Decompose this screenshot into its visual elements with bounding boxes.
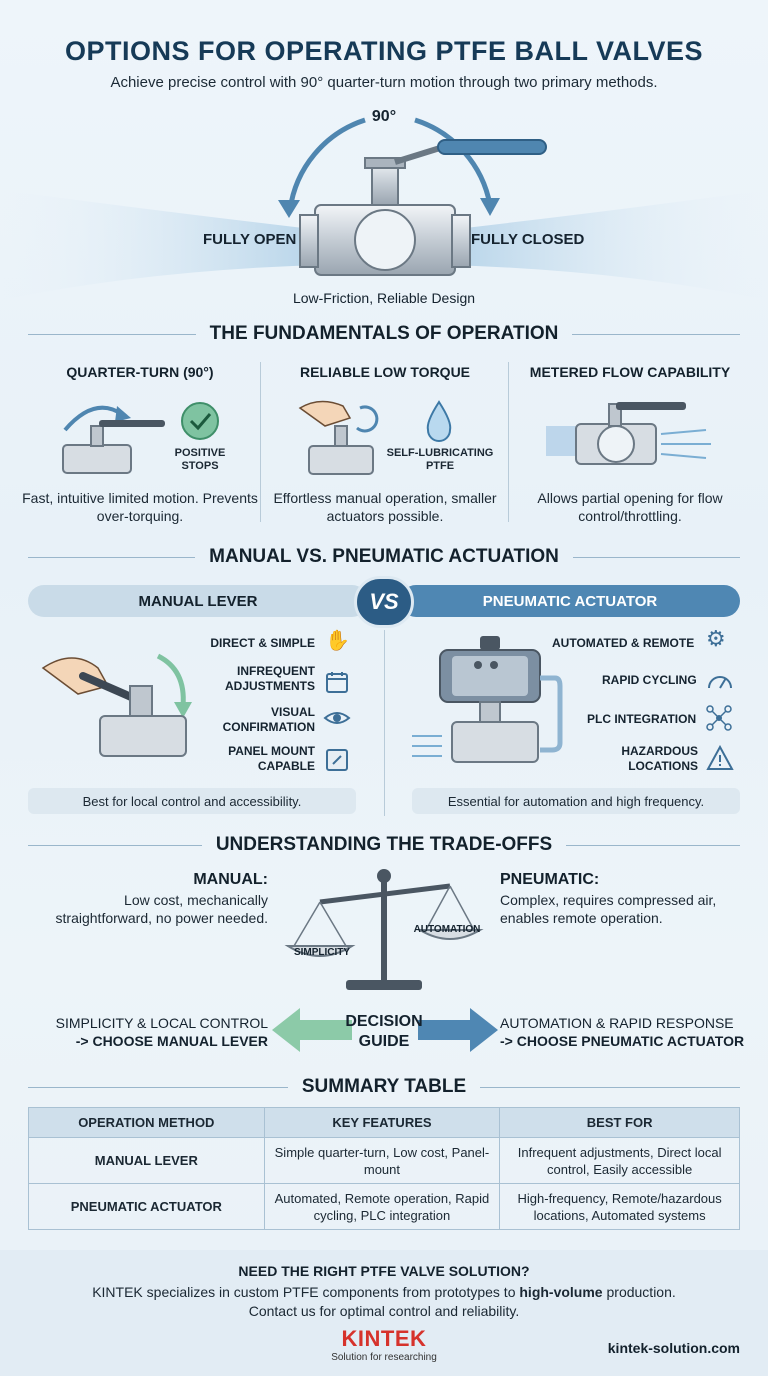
manual-summary: Best for local control and accessibility… (28, 788, 356, 814)
decision-guide-label: DECISION GUIDE (345, 1013, 423, 1050)
table-row: MANUAL LEVER Simple quarter-turn, Low co… (28, 1137, 740, 1184)
pneumatic-tradeoff-text: Complex, requires compressed air, enable… (500, 892, 717, 926)
direct-simple-label: DIRECT & SIMPLE (210, 636, 315, 650)
right-choice-line-2: -> CHOOSE PNEUMATIC ACTUATOR (500, 1033, 745, 1049)
footer-line-1: KINTEK specializes in custom PTFE compon… (92, 1284, 676, 1300)
balance-scale-icon (284, 869, 484, 990)
fully-closed-label: FULLY CLOSED (471, 231, 585, 248)
pneumatic-summary: Essential for automation and high freque… (412, 788, 740, 814)
quarter-turn-desc: Fast, intuitive limited motion. Prevents… (22, 490, 258, 524)
metered-flow-title: METERED FLOW CAPABILITY (529, 364, 731, 380)
left-choice-line-1: SIMPLICITY & LOCAL CONTROL (55, 1015, 268, 1031)
footer (0, 1250, 768, 1376)
table-cell: Automated, Remote operation, Rapid cycli… (263, 1183, 501, 1230)
hero-valve-illustration (0, 117, 768, 300)
footer-heading: NEED THE RIGHT PTFE VALVE SOLUTION? (238, 1263, 530, 1279)
page-subtitle: Achieve precise control with 90° quarter… (110, 74, 658, 91)
table-row: PNEUMATIC ACTUATOR Automated, Remote ope… (28, 1183, 740, 1230)
warning-icon (706, 745, 734, 770)
right-choice-line-1: AUTOMATION & RAPID RESPONSE (500, 1015, 734, 1031)
network-icon (706, 705, 732, 731)
pneumatic-actuator-pill: PNEUMATIC ACTUATOR (400, 585, 740, 617)
plc-integration-label: PLC INTEGRATION (587, 712, 697, 726)
table-cell: Simple quarter-turn, Low cost, Panel-mou… (263, 1137, 501, 1184)
flow-icon (546, 402, 711, 465)
droplet-icon (426, 400, 452, 442)
manual-lever-illustration (41, 653, 192, 757)
visual-confirmation-label: VISUAL CONFIRMATION (222, 705, 315, 734)
hero-caption: Low-Friction, Reliable Design (292, 290, 476, 306)
low-torque-title: RELIABLE LOW TORQUE (299, 364, 471, 380)
table-header: KEY FEATURES (263, 1107, 501, 1138)
rapid-cycling-label: RAPID CYCLING (602, 673, 697, 687)
panel-mount-label: PANEL MOUNT CAPABLE (228, 744, 315, 773)
table-cell: MANUAL LEVER (28, 1137, 265, 1184)
kintek-logo: KINTEK (341, 1326, 427, 1351)
panel-icon (326, 749, 348, 771)
hand-valve-icon (298, 400, 379, 475)
summary-heading: SUMMARY TABLE (0, 1076, 768, 1098)
calendar-icon (326, 672, 348, 693)
automation-label: AUTOMATION (413, 924, 481, 935)
actuation-divider (384, 630, 385, 816)
quarter-turn-valve-icon (62, 405, 165, 474)
column-divider (260, 362, 261, 522)
fully-open-label: FULLY OPEN (203, 231, 297, 248)
hand-icon: ✋ (325, 630, 350, 652)
summary-table: OPERATION METHOD KEY FEATURES BEST FOR M… (28, 1107, 740, 1230)
pneumatic-actuator-illustration (412, 636, 563, 763)
table-header: BEST FOR (499, 1107, 740, 1138)
angle-label: 90° (371, 108, 397, 125)
metered-flow-desc: Allows partial opening for flow control/… (537, 490, 723, 524)
table-cell: Infrequent adjustments, Direct local con… (499, 1137, 740, 1184)
eye-icon (323, 712, 351, 724)
quarter-turn-title: QUARTER-TURN (90°) (66, 364, 214, 380)
logo-tagline: Solution for researching (331, 1352, 437, 1363)
left-choice-line-2: -> CHOOSE MANUAL LEVER (75, 1033, 268, 1049)
vs-badge: VS (354, 576, 414, 628)
check-icon (181, 402, 219, 440)
low-torque-desc: Effortless manual operation, smaller act… (273, 490, 497, 524)
positive-stops-label: POSITIVE STOPS (174, 447, 226, 472)
gear-icon: ⚙ (706, 626, 726, 651)
tradeoffs-heading: UNDERSTANDING THE TRADE-OFFS (0, 834, 768, 856)
table-header: OPERATION METHOD (28, 1107, 265, 1138)
actuation-heading: MANUAL VS. PNEUMATIC ACTUATION (0, 546, 768, 568)
manual-tradeoff-text: Low cost, mechanically straightforward, … (55, 892, 268, 926)
automated-remote-label: AUTOMATED & REMOTE (552, 636, 695, 650)
gauge-icon (708, 676, 732, 689)
website-link[interactable]: kintek-solution.com (607, 1340, 740, 1356)
pneumatic-tradeoff-title: PNEUMATIC: (500, 871, 600, 888)
manual-lever-pill: MANUAL LEVER (28, 585, 368, 617)
simplicity-label: SIMPLICITY (293, 947, 351, 958)
footer-line-2: Contact us for optimal control and relia… (248, 1303, 520, 1319)
fundamentals-heading: THE FUNDAMENTALS OF OPERATION (0, 323, 768, 345)
self-lubricating-label: SELF-LUBRICATING PTFE (386, 447, 494, 472)
decision-arrows (272, 1008, 498, 1052)
manual-tradeoff-title: MANUAL: (193, 871, 268, 888)
page-title: OPTIONS FOR OPERATING PTFE BALL VALVES (64, 36, 704, 66)
table-cell: High-frequency, Remote/hazardous locatio… (499, 1183, 740, 1230)
column-divider (508, 362, 509, 522)
table-cell: PNEUMATIC ACTUATOR (28, 1183, 265, 1230)
hazardous-locations-label: HAZARDOUS LOCATIONS (621, 744, 698, 773)
infrequent-adjustments-label: INFREQUENT ADJUSTMENTS (224, 664, 315, 693)
